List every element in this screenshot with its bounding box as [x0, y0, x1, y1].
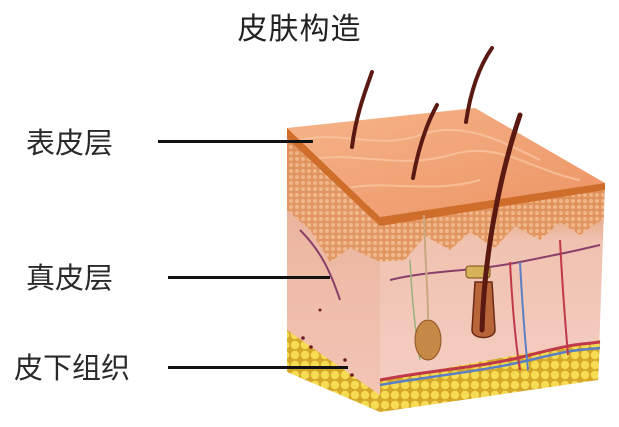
leader-line-epidermis	[158, 140, 313, 143]
label-dermis: 真皮层	[26, 261, 114, 295]
leader-line-subcutaneous	[168, 366, 348, 369]
leader-line-dermis	[168, 276, 330, 279]
fat-layer-front	[380, 340, 600, 412]
label-epidermis: 表皮层	[26, 126, 114, 160]
skin-surface	[287, 108, 605, 217]
fat-layer-left	[287, 330, 380, 412]
diagram-title: 皮肤构造	[0, 4, 619, 48]
hairs	[350, 46, 523, 333]
label-subcutaneous-tissue: 皮下组织	[14, 351, 131, 385]
diagram-title-text: 皮肤构造	[237, 12, 362, 47]
